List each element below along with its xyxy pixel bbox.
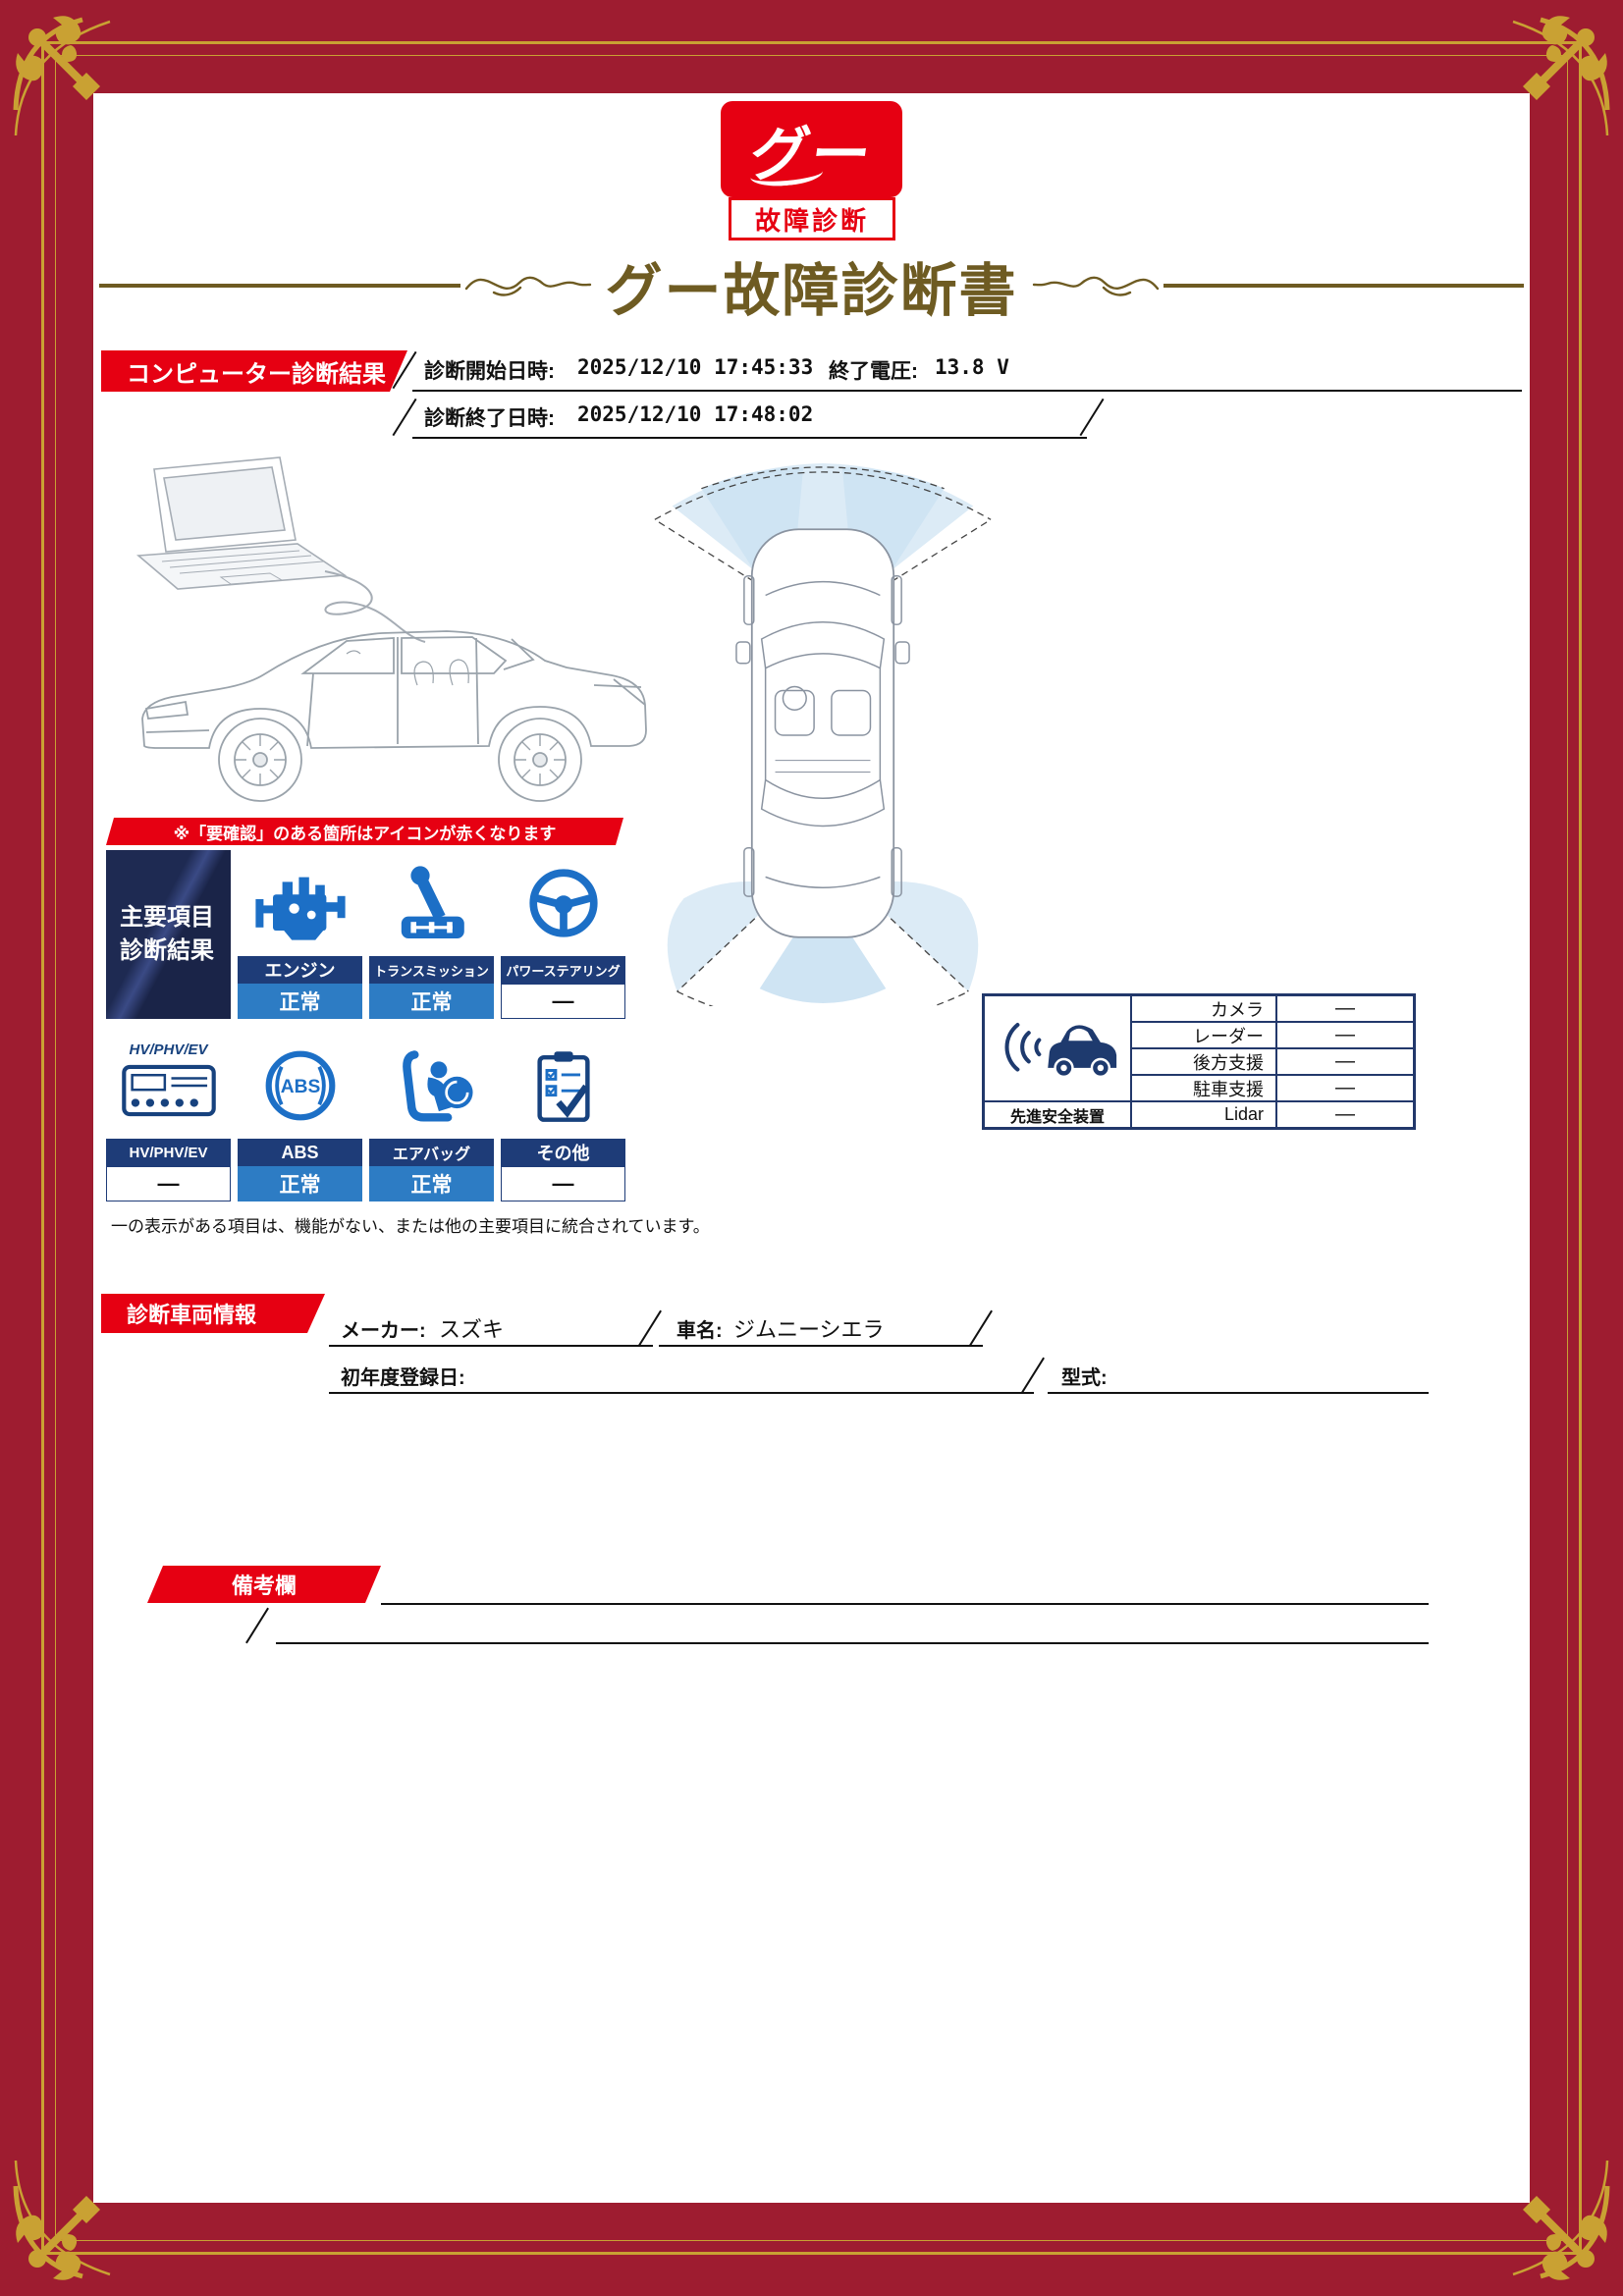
end-voltage-label: 終了電圧: xyxy=(829,360,918,383)
safety-devices-table: カメラ — レーダー — 後方支援 — 駐車支援 — 先進安全装置 Lidar … xyxy=(982,993,1416,1130)
corner-ornament-icon xyxy=(1512,16,1610,136)
first-registration-label: 初年度登録日: xyxy=(341,1367,465,1389)
diagnosis-start-label: 診断開始日時: xyxy=(424,360,555,383)
transmission-icon xyxy=(401,866,464,938)
hv-phv-ev-caption: HV/PHV/EV xyxy=(129,1041,208,1058)
other-checklist-icon xyxy=(536,1051,590,1122)
hv-phv-ev-icon xyxy=(121,1064,216,1116)
safety-car-icon xyxy=(1004,1023,1117,1079)
sensor-coverage-illustration xyxy=(654,462,992,1006)
title-rule-right xyxy=(1163,284,1525,288)
diagnosis-item-power-steering: パワーステアリング — xyxy=(501,850,625,1019)
engine-icon xyxy=(254,877,346,940)
warning-banner: ※「要確認」のある箇所はアイコンが赤くなります xyxy=(106,818,623,845)
vehicle-info-banner: 診断車両情報 xyxy=(101,1294,325,1333)
diagnosis-end-label: 診断終了日時: xyxy=(424,407,555,430)
diagnosis-item-label: パワーステアリング xyxy=(501,956,625,984)
diagnosis-item-label: エアバッグ xyxy=(369,1139,494,1166)
diagnosis-item-engine: エンジン 正常 xyxy=(238,850,362,1019)
safety-row-value: — xyxy=(1276,1101,1414,1128)
safety-row-name: Lidar xyxy=(1131,1101,1276,1128)
diagnosis-item-abs: ABS ABS 正常 xyxy=(238,1033,362,1201)
divider-slash xyxy=(245,1607,269,1644)
flourish-icon xyxy=(464,276,591,296)
page-title: グー故障診断書 xyxy=(605,259,1018,323)
diagnosis-item-status: 正常 xyxy=(238,1166,362,1201)
diagnosis-start-value: 2025/12/10 17:45:33 xyxy=(577,355,814,379)
safety-row-value: — xyxy=(1276,995,1414,1022)
power-steering-icon xyxy=(528,869,598,937)
model-label: 型式: xyxy=(1061,1367,1108,1389)
safety-row-name: レーダー xyxy=(1131,1022,1276,1048)
main-results-header: 主要項目 診断結果 xyxy=(106,850,231,1019)
corner-ornament-icon xyxy=(13,2160,111,2280)
diagnosis-end-value: 2025/12/10 17:48:02 xyxy=(577,402,814,426)
diagnosis-item-label: エンジン xyxy=(238,956,362,984)
maker-label: メーカー: xyxy=(341,1320,426,1342)
diagnosis-item-label: トランスミッション xyxy=(369,956,494,984)
diagnosis-item-other: その他 — xyxy=(501,1033,625,1201)
main-results-header-line1: 主要項目 xyxy=(120,904,214,932)
flourish-icon xyxy=(1032,276,1159,296)
model-underline xyxy=(1048,1353,1429,1394)
car-name-underline xyxy=(659,1306,983,1347)
diagnosis-item-airbag: エアバッグ 正常 xyxy=(369,1033,494,1201)
goo-logo: グー xyxy=(721,101,902,197)
airbag-icon xyxy=(402,1050,473,1122)
main-results-header-line2: 診断結果 xyxy=(120,937,214,964)
safety-row-value: — xyxy=(1276,1022,1414,1048)
diagnosis-item-status: 正常 xyxy=(238,984,362,1019)
logo-caption: 故障診断 xyxy=(729,197,895,240)
remarks-line-2 xyxy=(276,1605,1429,1644)
safety-car-cell xyxy=(984,995,1131,1101)
diagnosis-item-status: — xyxy=(501,984,625,1019)
corner-ornament-icon xyxy=(13,16,111,136)
safety-row-name: カメラ xyxy=(1131,995,1276,1022)
diagnosis-item-status: — xyxy=(501,1166,625,1201)
report-paper: グー 故障診断 グー故障診断書 コンピューター診断結果 xyxy=(93,93,1530,2203)
remarks-banner: 備考欄 xyxy=(147,1566,381,1603)
title-rule-left xyxy=(99,284,460,288)
abs-icon-text: ABS xyxy=(280,1077,320,1097)
safety-row-name: 駐車支援 xyxy=(1131,1075,1276,1101)
safety-row-value: — xyxy=(1276,1048,1414,1075)
diagnosis-item-status: — xyxy=(106,1166,231,1201)
safety-devices-label: 先進安全装置 xyxy=(984,1101,1131,1128)
car-name-value: ジムニーシエラ xyxy=(733,1317,885,1342)
diagnosis-item-label: ABS xyxy=(238,1139,362,1166)
safety-row-name: 後方支援 xyxy=(1131,1048,1276,1075)
diagnosis-item-label: その他 xyxy=(501,1139,625,1166)
corner-ornament-icon xyxy=(1512,2160,1610,2280)
diagnosis-item-status: 正常 xyxy=(369,1166,494,1201)
dash-footnote: 一の表示がある項目は、機能がない、または他の主要項目に統合されています。 xyxy=(111,1217,710,1236)
diagnosis-item-label: HV/PHV/EV xyxy=(106,1139,231,1166)
diagnostic-car-illustration xyxy=(135,456,647,802)
safety-row-value: — xyxy=(1276,1075,1414,1101)
diagnosis-start-row: 診断開始日時: 2025/12/10 17:45:33 終了電圧: 13.8 V xyxy=(412,347,1522,392)
diagnosis-item-transmission: トランスミッション 正常 xyxy=(369,850,494,1019)
car-name-label: 車名: xyxy=(676,1320,723,1342)
remarks-line-1 xyxy=(381,1566,1429,1605)
diagnosis-item-hv-phv-ev: HV/PHV/EV HV/PHV/EV — xyxy=(106,1033,231,1201)
diagnosis-item-status: 正常 xyxy=(369,984,494,1019)
diagnosis-end-row: 診断終了日時: 2025/12/10 17:48:02 xyxy=(412,394,1087,439)
maker-value: スズキ xyxy=(439,1317,505,1342)
computer-diagnosis-banner: コンピューター診断結果 xyxy=(101,350,407,392)
end-voltage-value: 13.8 V xyxy=(935,355,1009,379)
abs-icon: ABS xyxy=(265,1050,335,1121)
first-registration-underline xyxy=(329,1353,1034,1394)
title-row: グー故障診断書 xyxy=(93,253,1530,323)
maker-underline xyxy=(329,1306,653,1347)
